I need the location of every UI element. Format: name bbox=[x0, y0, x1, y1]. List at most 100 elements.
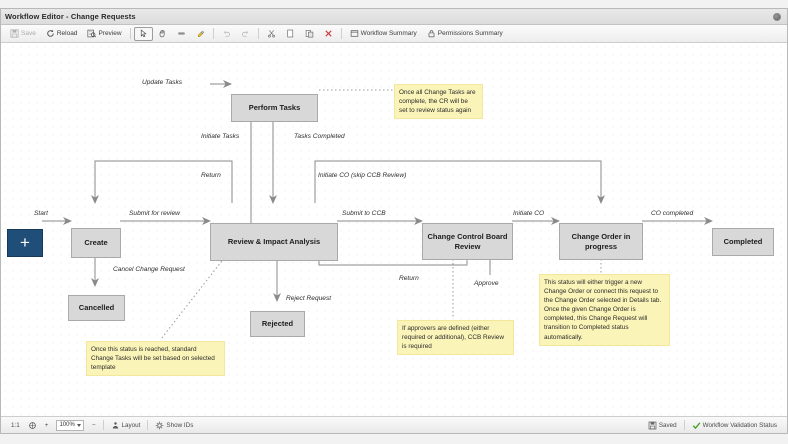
toolbar-separator bbox=[212, 28, 214, 39]
edge-label-return-to-create: Return bbox=[201, 172, 221, 179]
node-review-impact-analysis[interactable]: Review & Impact Analysis bbox=[210, 223, 338, 261]
node-completed-label: Completed bbox=[723, 237, 763, 247]
zoom-level-value: 100% bbox=[59, 422, 75, 428]
note-ccb-approvers[interactable]: If approvers are defined (either require… bbox=[397, 320, 514, 356]
status-bar: 1:1 + 100% − Layout bbox=[1, 416, 787, 433]
layout-label: Layout bbox=[121, 421, 141, 429]
cut-button[interactable] bbox=[262, 27, 281, 41]
fit-to-screen-icon bbox=[28, 421, 36, 429]
zoom-level-select[interactable]: 100% bbox=[52, 419, 87, 432]
zoom-out-button[interactable]: − bbox=[88, 419, 100, 432]
chevron-down-icon bbox=[76, 423, 81, 427]
node-rejected[interactable]: Rejected bbox=[250, 311, 305, 337]
workflow-summary-label: Workflow Summary bbox=[360, 30, 417, 37]
show-ids-label: Show IDs bbox=[166, 421, 194, 429]
workflow-editor-window: Workflow Editor - Change Requests Save R… bbox=[0, 8, 788, 434]
fit-ratio-button[interactable]: 1:1 bbox=[7, 419, 24, 432]
node-perform-tasks[interactable]: Perform Tasks bbox=[231, 94, 318, 122]
copy-button[interactable] bbox=[281, 27, 300, 41]
highlighter-icon bbox=[197, 30, 204, 37]
status-separator bbox=[147, 420, 149, 430]
redo-icon bbox=[241, 30, 248, 37]
node-review-label: Review & Impact Analysis bbox=[227, 237, 321, 247]
node-create[interactable]: Create bbox=[71, 228, 121, 258]
edge-label-return-to-review: Return bbox=[399, 275, 419, 282]
redo-button[interactable] bbox=[236, 27, 255, 41]
hand-icon bbox=[159, 30, 165, 38]
highlighter-tool[interactable] bbox=[191, 27, 210, 41]
connector-tool[interactable] bbox=[172, 27, 191, 41]
edge-label-co-completed: CO completed bbox=[651, 210, 694, 217]
lock-icon bbox=[428, 30, 435, 38]
edge-label-approve: Approve bbox=[474, 280, 499, 287]
layout-icon bbox=[112, 421, 118, 429]
window-title: Workflow Editor - Change Requests bbox=[5, 12, 136, 21]
preview-button[interactable]: Preview bbox=[82, 27, 126, 41]
zoom-in-button[interactable]: + bbox=[41, 419, 53, 432]
node-create-label: Create bbox=[84, 238, 108, 248]
workflow-canvas[interactable]: + Create Review & Impact Analysis Perfor… bbox=[1, 43, 787, 416]
zoom-level-box[interactable]: 100% bbox=[56, 419, 84, 431]
undo-icon bbox=[223, 30, 230, 37]
zoom-out-label: − bbox=[91, 421, 96, 429]
main-toolbar: Save Reload Preview bbox=[1, 25, 787, 43]
save-icon bbox=[10, 29, 19, 38]
edge-label-submit-to-ccb: Submit to CCB bbox=[342, 210, 386, 217]
toolbar-separator bbox=[257, 28, 259, 39]
permissions-summary-label: Permissions Summary bbox=[437, 30, 503, 37]
reload-icon bbox=[47, 29, 54, 37]
preview-button-label: Preview bbox=[98, 30, 122, 37]
edge-label-reject-request: Reject Request bbox=[286, 295, 332, 302]
delete-button[interactable] bbox=[319, 27, 338, 41]
node-perform-label: Perform Tasks bbox=[248, 103, 301, 113]
reload-button[interactable]: Reload bbox=[41, 27, 83, 41]
pan-tool[interactable] bbox=[153, 27, 172, 41]
node-completed[interactable]: Completed bbox=[712, 228, 774, 256]
node-change-order-in-progress[interactable]: Change Order in progress bbox=[559, 223, 643, 260]
node-cancelled-label: Cancelled bbox=[78, 303, 115, 313]
node-ccb-label: Change Control Board Review bbox=[427, 232, 508, 251]
node-rejected-label: Rejected bbox=[261, 319, 294, 329]
note-change-order-status[interactable]: This status will either trigger a new Ch… bbox=[539, 274, 670, 346]
edge-label-cancel-change-request: Cancel Change Request bbox=[113, 266, 185, 273]
fit-ratio-label: 1:1 bbox=[11, 421, 20, 429]
check-icon bbox=[692, 421, 701, 429]
gear-icon bbox=[156, 421, 164, 429]
node-start-label: + bbox=[20, 232, 30, 252]
paste-button[interactable] bbox=[300, 27, 319, 41]
close-dot-icon[interactable] bbox=[773, 12, 781, 21]
connector-icon bbox=[177, 32, 185, 35]
validation-label: Workflow Validation Status bbox=[702, 421, 777, 429]
edge-label-initiate-tasks: Initiate Tasks bbox=[201, 133, 240, 140]
layout-button[interactable]: Layout bbox=[107, 419, 145, 432]
reload-button-label: Reload bbox=[56, 30, 78, 37]
undo-button[interactable] bbox=[217, 27, 236, 41]
note-create-status[interactable]: Once this status is reached, standard Ch… bbox=[86, 341, 225, 377]
note-perform-tasks[interactable]: Once all Change Tasks are complete, the … bbox=[394, 84, 483, 120]
save-button-label: Save bbox=[21, 30, 36, 37]
fit-to-screen-button[interactable] bbox=[24, 419, 41, 432]
toolbar-separator bbox=[129, 28, 131, 39]
saved-indicator: Saved bbox=[644, 419, 681, 432]
node-start[interactable]: + bbox=[7, 229, 43, 257]
edge-label-update-tasks: Update Tasks bbox=[142, 79, 183, 86]
workflow-summary-button[interactable]: Workflow Summary bbox=[345, 27, 422, 41]
workflow-validation-status[interactable]: Workflow Validation Status bbox=[688, 419, 781, 432]
node-cancelled[interactable]: Cancelled bbox=[68, 295, 125, 321]
delete-x-icon bbox=[324, 30, 332, 37]
status-separator bbox=[102, 420, 104, 430]
status-separator bbox=[683, 420, 685, 430]
saved-label: Saved bbox=[658, 421, 677, 429]
copy-icon bbox=[286, 29, 293, 38]
permissions-summary-button[interactable]: Permissions Summary bbox=[422, 27, 508, 41]
node-change-control-board-review[interactable]: Change Control Board Review bbox=[422, 223, 513, 260]
select-tool[interactable] bbox=[133, 26, 153, 41]
save-icon bbox=[648, 421, 657, 429]
cursor-icon bbox=[140, 29, 147, 38]
edge-label-tasks-completed: Tasks Completed bbox=[294, 133, 345, 140]
edge-label-submit-for-review: Submit for review bbox=[129, 210, 180, 217]
save-button[interactable]: Save bbox=[5, 27, 41, 41]
window-icon bbox=[350, 30, 358, 37]
show-ids-button[interactable]: Show IDs bbox=[151, 419, 197, 432]
